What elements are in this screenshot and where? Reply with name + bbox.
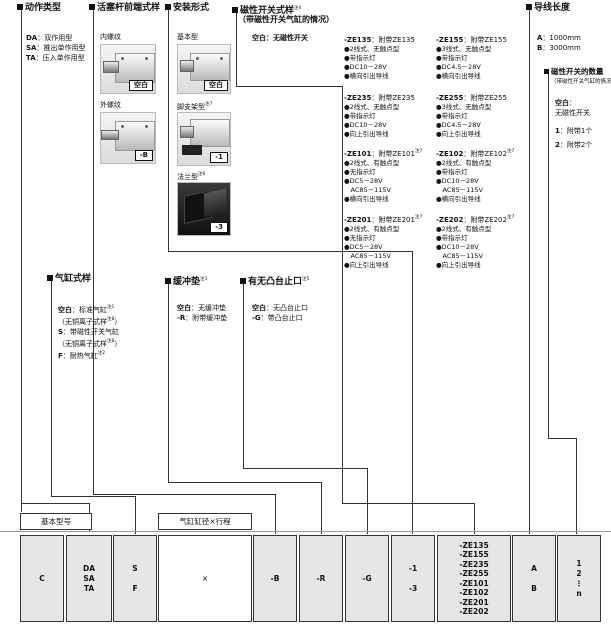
foot-mount-tag: -1 bbox=[210, 152, 228, 163]
foot-mount-cylinder-image: -1 bbox=[177, 112, 231, 166]
flange-mount-cylinder-image: -3 bbox=[177, 182, 231, 236]
code-cell-lead: A B bbox=[512, 535, 556, 622]
line-cushion-down bbox=[321, 482, 322, 534]
line-tube-h bbox=[51, 496, 135, 497]
bore-stroke-label-box: 气缸缸径×行程 bbox=[158, 513, 252, 530]
line-switch bbox=[236, 8, 237, 86]
line-switch-down bbox=[342, 86, 343, 503]
cushion-list: 空白：无缓冲垫 -R：附带缓冲垫 bbox=[177, 304, 228, 322]
code-cell-count: 1 2 ⋮ n bbox=[557, 535, 601, 622]
mounting-title: 安装形式 bbox=[165, 3, 209, 14]
line-lead bbox=[529, 8, 530, 534]
line-switch-h2 bbox=[342, 503, 474, 504]
line-action-h bbox=[21, 503, 89, 504]
flange-mount-label: 法兰型注6 bbox=[177, 172, 206, 181]
tube-type-list: 空白：标准气缸注1 （无铜离子式样注8） S：带磁性开关气缸 （无铜离子式样注8… bbox=[58, 305, 122, 360]
action-line: SA：推出单作用型 bbox=[26, 44, 86, 52]
line-mount-down bbox=[412, 251, 413, 534]
switch-count-subtitle: （带磁性开关气缸的情况） bbox=[551, 79, 611, 85]
switch-group-ze101: -ZE101：附带ZE101注7 ●2线式、有触点型 ●无指示灯 ●DC5－28… bbox=[344, 149, 423, 203]
square-bullet-icon bbox=[165, 278, 171, 284]
line-tube bbox=[51, 278, 52, 496]
basic-mount-tag: 空白 bbox=[204, 80, 228, 91]
foot-mount-label: 脚支架型注7 bbox=[177, 102, 213, 111]
line-stopper-h bbox=[243, 468, 367, 469]
switch-count-title: 磁性开关的数量 bbox=[544, 66, 604, 77]
action-line: TA：压入单作用型 bbox=[26, 54, 85, 62]
switch-count-list: 空白： 无磁性开关 1：附带1个 2：附带2个 bbox=[555, 99, 593, 149]
rod-end-title: 活塞杆前端式样 bbox=[89, 3, 160, 14]
basic-mount-cylinder-image: 空白 bbox=[177, 44, 231, 94]
lead-length-title: 导线长度 bbox=[526, 3, 570, 14]
basic-mount-label: 基本型 bbox=[177, 33, 198, 41]
switch-group-ze135: -ZE135：附带ZE135 ●2线式、无触点型 ●带指示灯 ●DC10－28V… bbox=[344, 36, 415, 80]
switch-right-column: -ZE155：附带ZE155 ●3线式、无触点型 ●带指示灯 ●DC4.5－28… bbox=[436, 33, 514, 270]
square-bullet-icon bbox=[544, 69, 549, 74]
square-bullet-icon bbox=[232, 7, 238, 13]
line-mount bbox=[168, 8, 169, 251]
action-type-list: DA：双作用型 SA：推出单作用型 TA：压入单作用型 bbox=[26, 33, 85, 63]
tube-type-title: 气缸式样 bbox=[47, 274, 91, 285]
line-switch-h bbox=[236, 86, 342, 87]
line-rod bbox=[93, 8, 94, 494]
square-bullet-icon bbox=[47, 275, 53, 281]
code-cell-mount: -1 -3 bbox=[391, 535, 435, 622]
female-thread-tag: 空白 bbox=[129, 80, 153, 91]
code-cell-tube: S F bbox=[113, 535, 157, 622]
switch-group-ze235: -ZE235：附带ZE235 ●2线式、无触点型 ●带指示灯 ●DC10－28V… bbox=[344, 94, 415, 138]
switch-left-column: -ZE135：附带ZE135 ●2线式、无触点型 ●带指示灯 ●DC10－28V… bbox=[344, 33, 422, 270]
line-cushion bbox=[168, 278, 169, 482]
stopper-title: 有无凸台止口注5 bbox=[240, 274, 309, 288]
line-action bbox=[21, 8, 22, 512]
line-count bbox=[548, 70, 549, 438]
code-cell-rod: -B bbox=[253, 535, 297, 622]
lead-length-list: A：1000mm B：3000mm bbox=[537, 34, 581, 52]
switch-blank-line: 空白：无磁性开关 bbox=[252, 34, 308, 42]
code-cell-action: DA SA TA bbox=[66, 535, 112, 622]
switch-group-ze102: -ZE102：附带ZE102注7 ●2线式、有触点型 ●带指示灯 ●DC10－2… bbox=[436, 149, 515, 203]
square-bullet-icon bbox=[526, 4, 532, 10]
basic-model-label-box: 基本型号 bbox=[20, 513, 92, 530]
switch-group-ze201: -ZE201：附带ZE201注7 ●2线式、有触点型 ●无指示灯 ●DC5－28… bbox=[344, 215, 423, 269]
line-switch-down2 bbox=[474, 503, 475, 534]
action-line: DA：双作用型 bbox=[26, 34, 73, 42]
male-thread-label: 外螺纹 bbox=[100, 101, 121, 109]
switch-group-ze202: -ZE202：附带ZE202注7 ●2线式、有触点型 ●带指示灯 ●DC10－2… bbox=[436, 215, 515, 269]
action-type-title: 动作类型 bbox=[17, 3, 61, 14]
code-cell-c: C bbox=[20, 535, 64, 622]
female-thread-cylinder-image: 空白 bbox=[100, 44, 156, 94]
cushion-title: 缓冲垫注3 bbox=[165, 274, 207, 288]
switch-title: 磁性开关式样注4 bbox=[232, 3, 301, 17]
switch-group-ze255: -ZE255：附带ZE255 ●3线式、无触点型 ●带指示灯 ●DC4.5－28… bbox=[436, 94, 507, 138]
line-count-h bbox=[548, 438, 576, 439]
line-rod-h bbox=[93, 494, 275, 495]
switch-group-ze155: -ZE155：附带ZE155 ●3线式、无触点型 ●带指示灯 ●DC4.5－28… bbox=[436, 36, 507, 80]
square-bullet-icon bbox=[240, 278, 246, 284]
line-stopper-down bbox=[367, 468, 368, 534]
switch-subtitle: （带磁性开关气缸的情况） bbox=[238, 15, 334, 24]
male-thread-cylinder-image: -B bbox=[100, 112, 156, 164]
line-stopper bbox=[243, 278, 244, 468]
square-bullet-icon bbox=[89, 4, 95, 10]
square-bullet-icon bbox=[17, 4, 23, 10]
code-cell-switch: -ZE135 -ZE155 -ZE235 -ZE255 -ZE101 -ZE10… bbox=[437, 535, 511, 622]
code-cell-stopper: -G bbox=[345, 535, 389, 622]
line-cushion-h bbox=[168, 482, 321, 483]
code-cell-bore-stroke: × bbox=[158, 535, 252, 622]
line-count-down bbox=[576, 438, 577, 534]
male-thread-tag: -B bbox=[134, 150, 153, 161]
code-row-rule bbox=[0, 531, 611, 532]
stopper-list: 空白：无凸台止口 -G：带凸台止口 bbox=[252, 304, 308, 322]
line-mount-h bbox=[168, 251, 412, 252]
code-cell-cushion: -R bbox=[299, 535, 343, 622]
female-thread-label: 内螺纹 bbox=[100, 33, 121, 41]
line-rod-down bbox=[275, 494, 276, 534]
line-tube-down bbox=[135, 496, 136, 534]
square-bullet-icon bbox=[165, 4, 171, 10]
flange-mount-tag: -3 bbox=[210, 222, 228, 233]
